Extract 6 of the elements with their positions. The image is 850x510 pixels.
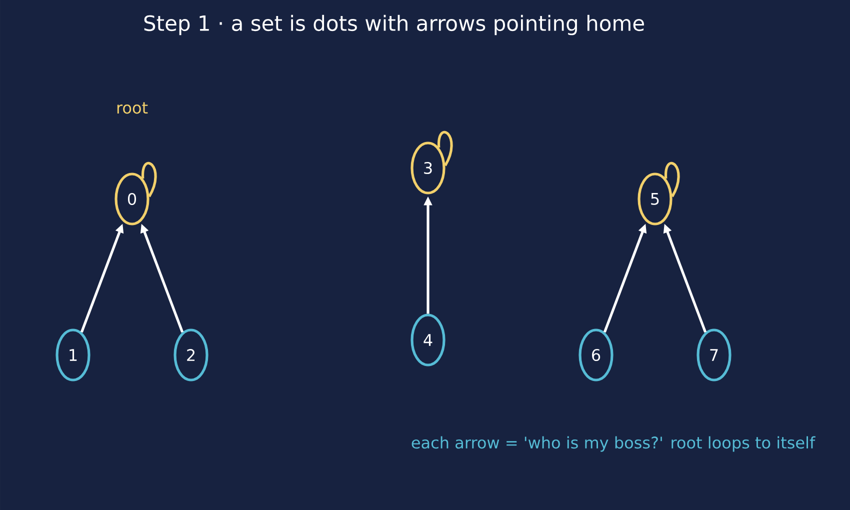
self-loop [438, 131, 453, 166]
self-loop [142, 162, 157, 198]
title: Step 1 · a set is dots with arrows pointing home [144, 14, 644, 36]
self-loop [664, 162, 680, 198]
note-text: each arrow = 'who is my boss?' root loops to itself [412, 436, 816, 452]
note-text: root [117, 102, 148, 114]
